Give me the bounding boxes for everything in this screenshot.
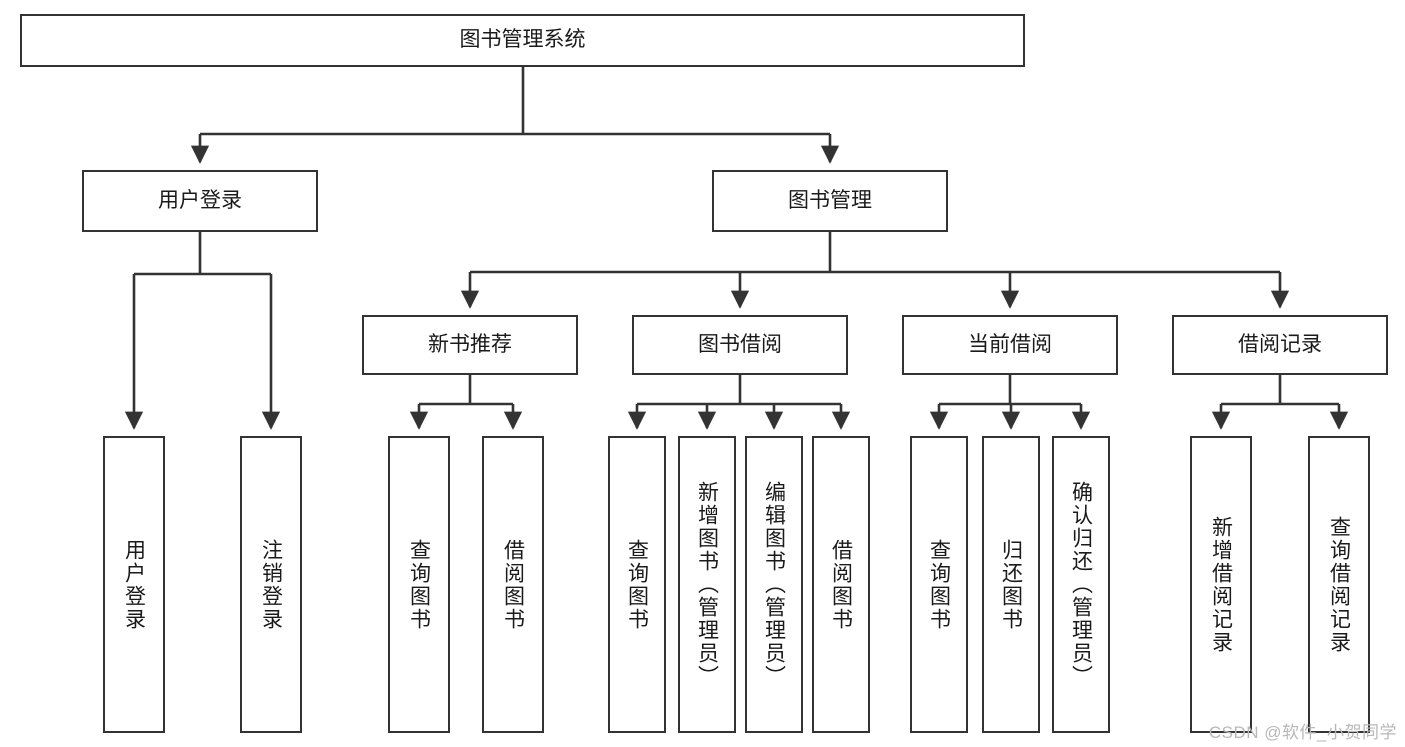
node-root-system[interactable]: 图书管理系统 xyxy=(20,14,1025,67)
node-user-login-label: 用户登录 xyxy=(158,188,242,212)
node-leaf-label: 归还图书 xyxy=(999,538,1023,631)
node-leaf-add-book-admin[interactable]: 新增图书（管理员） xyxy=(678,436,736,733)
node-leaf-label: 注销登录 xyxy=(259,538,283,631)
watermark-text: CSDN @软件_小贺同学 xyxy=(1208,723,1397,742)
node-leaf-confirm-return-admin[interactable]: 确认归还（管理员） xyxy=(1052,436,1110,733)
node-leaf-borrow-book[interactable]: 借阅图书 xyxy=(812,436,870,733)
node-root-label: 图书管理系统 xyxy=(459,28,586,52)
node-leaf-label: 用户登录 xyxy=(122,538,146,631)
node-leaf-label: 查询图书 xyxy=(625,538,649,631)
node-book-manage-label: 图书管理 xyxy=(788,188,872,212)
node-user-login[interactable]: 用户登录 xyxy=(82,170,318,232)
node-leaf-edit-book-admin[interactable]: 编辑图书（管理员） xyxy=(745,436,803,733)
node-leaf-label: 查询借阅记录 xyxy=(1327,515,1351,654)
node-leaf-label: 查询图书 xyxy=(927,538,951,631)
node-leaf-borrow-book-rec[interactable]: 借阅图书 xyxy=(482,436,544,733)
node-leaf-label: 确认归还（管理员） xyxy=(1069,481,1093,688)
node-leaf-query-borrow-record[interactable]: 查询借阅记录 xyxy=(1308,436,1370,733)
node-new-book-rec-label: 新书推荐 xyxy=(428,332,512,356)
node-leaf-label: 借阅图书 xyxy=(501,538,525,631)
node-borrow-record-label: 借阅记录 xyxy=(1238,332,1322,356)
node-leaf-query-book-current[interactable]: 查询图书 xyxy=(910,436,968,733)
node-book-borrow-label: 图书借阅 xyxy=(698,332,782,356)
node-leaf-label: 编辑图书（管理员） xyxy=(762,481,786,688)
node-leaf-label: 新增图书（管理员） xyxy=(695,481,719,688)
node-leaf-add-borrow-record[interactable]: 新增借阅记录 xyxy=(1190,436,1252,733)
node-current-borrow-label: 当前借阅 xyxy=(968,332,1052,356)
node-leaf-user-login[interactable]: 用户登录 xyxy=(103,436,165,733)
node-leaf-user-logout[interactable]: 注销登录 xyxy=(240,436,302,733)
node-leaf-query-book-rec[interactable]: 查询图书 xyxy=(388,436,450,733)
node-borrow-record[interactable]: 借阅记录 xyxy=(1172,315,1388,375)
node-book-borrow[interactable]: 图书借阅 xyxy=(632,315,848,375)
node-current-borrow[interactable]: 当前借阅 xyxy=(902,315,1118,375)
node-book-manage[interactable]: 图书管理 xyxy=(712,170,948,232)
node-new-book-rec[interactable]: 新书推荐 xyxy=(362,315,578,375)
node-leaf-label: 借阅图书 xyxy=(829,538,853,631)
node-leaf-query-book-borrow[interactable]: 查询图书 xyxy=(608,436,666,733)
node-leaf-return-book[interactable]: 归还图书 xyxy=(982,436,1040,733)
node-leaf-label: 查询图书 xyxy=(407,538,431,631)
node-leaf-label: 新增借阅记录 xyxy=(1209,515,1233,654)
